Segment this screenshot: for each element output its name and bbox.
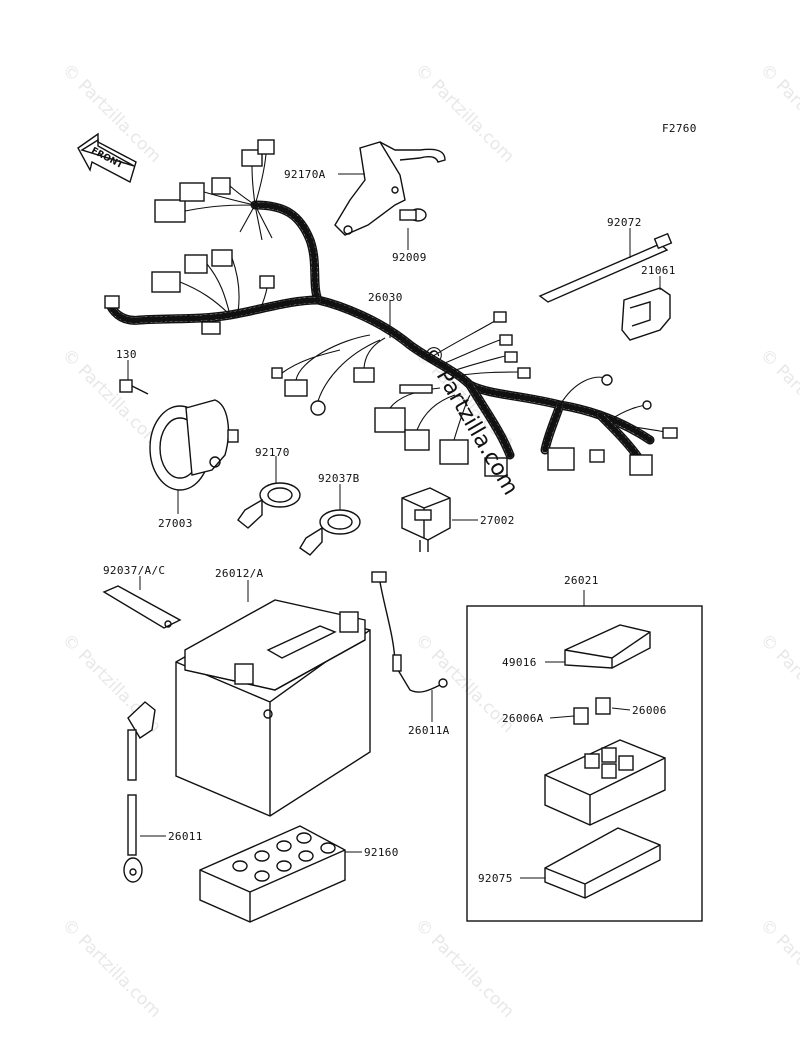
part-label-92170a: 92170A — [284, 168, 326, 181]
part-label-26011a: 26011A — [408, 724, 450, 737]
part-label-92037ac: 92037/A/C — [103, 564, 166, 577]
horn — [149, 399, 239, 491]
part-label-21061: 21061 — [641, 264, 676, 277]
part-label-92009: 92009 — [392, 251, 427, 264]
part-label-92075: 92075 — [478, 872, 513, 885]
fuse — [595, 697, 611, 715]
part-label-27002: 27002 — [480, 514, 515, 527]
wiring-harness — [104, 139, 678, 477]
battery-pad — [102, 585, 182, 629]
part-label-26021: 26021 — [564, 574, 599, 587]
part-label-92170: 92170 — [255, 446, 290, 459]
bracket — [334, 141, 446, 236]
cable-band — [538, 232, 673, 303]
part-label-26006a: 26006A — [502, 712, 544, 725]
battery-lead — [123, 701, 156, 883]
front-arrow-icon — [77, 132, 137, 184]
relay — [401, 487, 451, 552]
battery-lead — [371, 571, 448, 693]
part-label-92072: 92072 — [607, 216, 642, 229]
part-label-92037b: 92037B — [318, 472, 360, 485]
connector-cover — [621, 287, 671, 341]
part-label-26030: 26030 — [368, 291, 403, 304]
fuse-box-case — [544, 827, 661, 899]
part-label-26012a: 26012/A — [215, 567, 264, 580]
part-label-26011: 26011 — [168, 830, 203, 843]
part-label-92160: 92160 — [364, 846, 399, 859]
figure-code: F2760 — [662, 122, 697, 135]
bolt — [399, 208, 427, 222]
clamp — [237, 482, 301, 529]
fuse-box — [544, 739, 666, 826]
leader-lines — [127, 173, 661, 879]
fuse — [573, 707, 589, 725]
part-label-130: 130 — [116, 348, 137, 361]
fuse-box-cover — [564, 624, 651, 669]
part-label-26006: 26006 — [632, 704, 667, 717]
battery-tray — [199, 825, 346, 923]
horn-bolt — [119, 379, 149, 395]
clamp — [299, 509, 361, 556]
part-label-27003: 27003 — [158, 517, 193, 530]
part-label-49016: 49016 — [502, 656, 537, 669]
battery — [175, 599, 371, 817]
